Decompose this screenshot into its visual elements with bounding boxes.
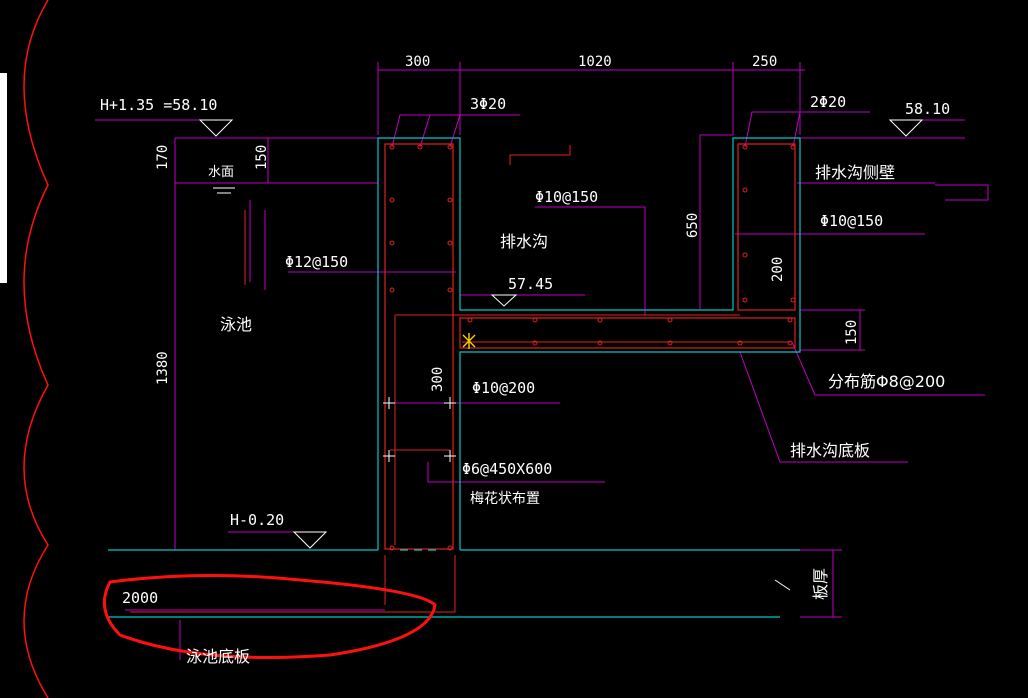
concrete-outline	[108, 137, 801, 618]
rebar-phi10-150-right: Φ10@150	[820, 212, 883, 230]
dim-inner-300: 300	[430, 367, 446, 392]
rebar-phi6: Φ6@450X600	[462, 460, 552, 478]
label-pool-bottom-slab: 泳池底板	[186, 647, 250, 666]
rebar-dots	[389, 144, 796, 551]
dimension-ticks	[383, 397, 791, 591]
elevation-symbols	[198, 119, 924, 549]
dim-left-170: 170	[155, 145, 171, 170]
label-water-surface: 水面	[208, 165, 234, 180]
highlight-loop	[102, 573, 437, 659]
rebar-phi10-150-left: Φ10@150	[535, 188, 598, 206]
rebar-distribution: 分布筋Φ8@200	[828, 372, 945, 391]
label-pool: 泳池	[220, 315, 252, 334]
rebar-phi12-150: Φ12@150	[285, 253, 348, 271]
dim-top-mid: 1020	[578, 54, 612, 70]
label-ditch: 排水沟	[500, 232, 548, 251]
dim-inner-650: 650	[685, 213, 701, 238]
elev-right-top: 58.10	[905, 100, 950, 118]
label-ditch-bottom-slab: 排水沟底板	[790, 441, 870, 460]
rebar-2phi20: 2Φ20	[810, 93, 846, 111]
dim-bottom-2000: 2000	[122, 589, 158, 607]
dim-slab-thickness: 板厚	[811, 568, 830, 600]
rebar-cages	[384, 143, 796, 550]
label-plum-layout: 梅花状布置	[470, 491, 540, 507]
selection-strip	[0, 73, 7, 283]
dim-inner-200: 200	[770, 257, 786, 282]
dim-left-150: 150	[254, 145, 270, 170]
revision-cloud-left	[23, 0, 49, 698]
rebar-phi10-200: Φ10@200	[472, 379, 535, 397]
dim-top-left: 300	[405, 54, 430, 70]
elev-pool-top: H+1.35 =58.10	[100, 96, 217, 114]
leader-lines	[95, 62, 989, 660]
dim-right-150: 150	[844, 320, 860, 345]
rebar-3phi20: 3Φ20	[470, 95, 506, 113]
elev-ditch-bottom: 57.45	[508, 275, 553, 293]
dim-left-1380: 1380	[155, 351, 171, 385]
elev-ground: H-0.20	[230, 511, 284, 529]
label-ditch-side-wall: 排水沟侧壁	[815, 163, 895, 182]
dim-top-right: 250	[752, 54, 777, 70]
snap-marker-icon	[462, 333, 476, 349]
